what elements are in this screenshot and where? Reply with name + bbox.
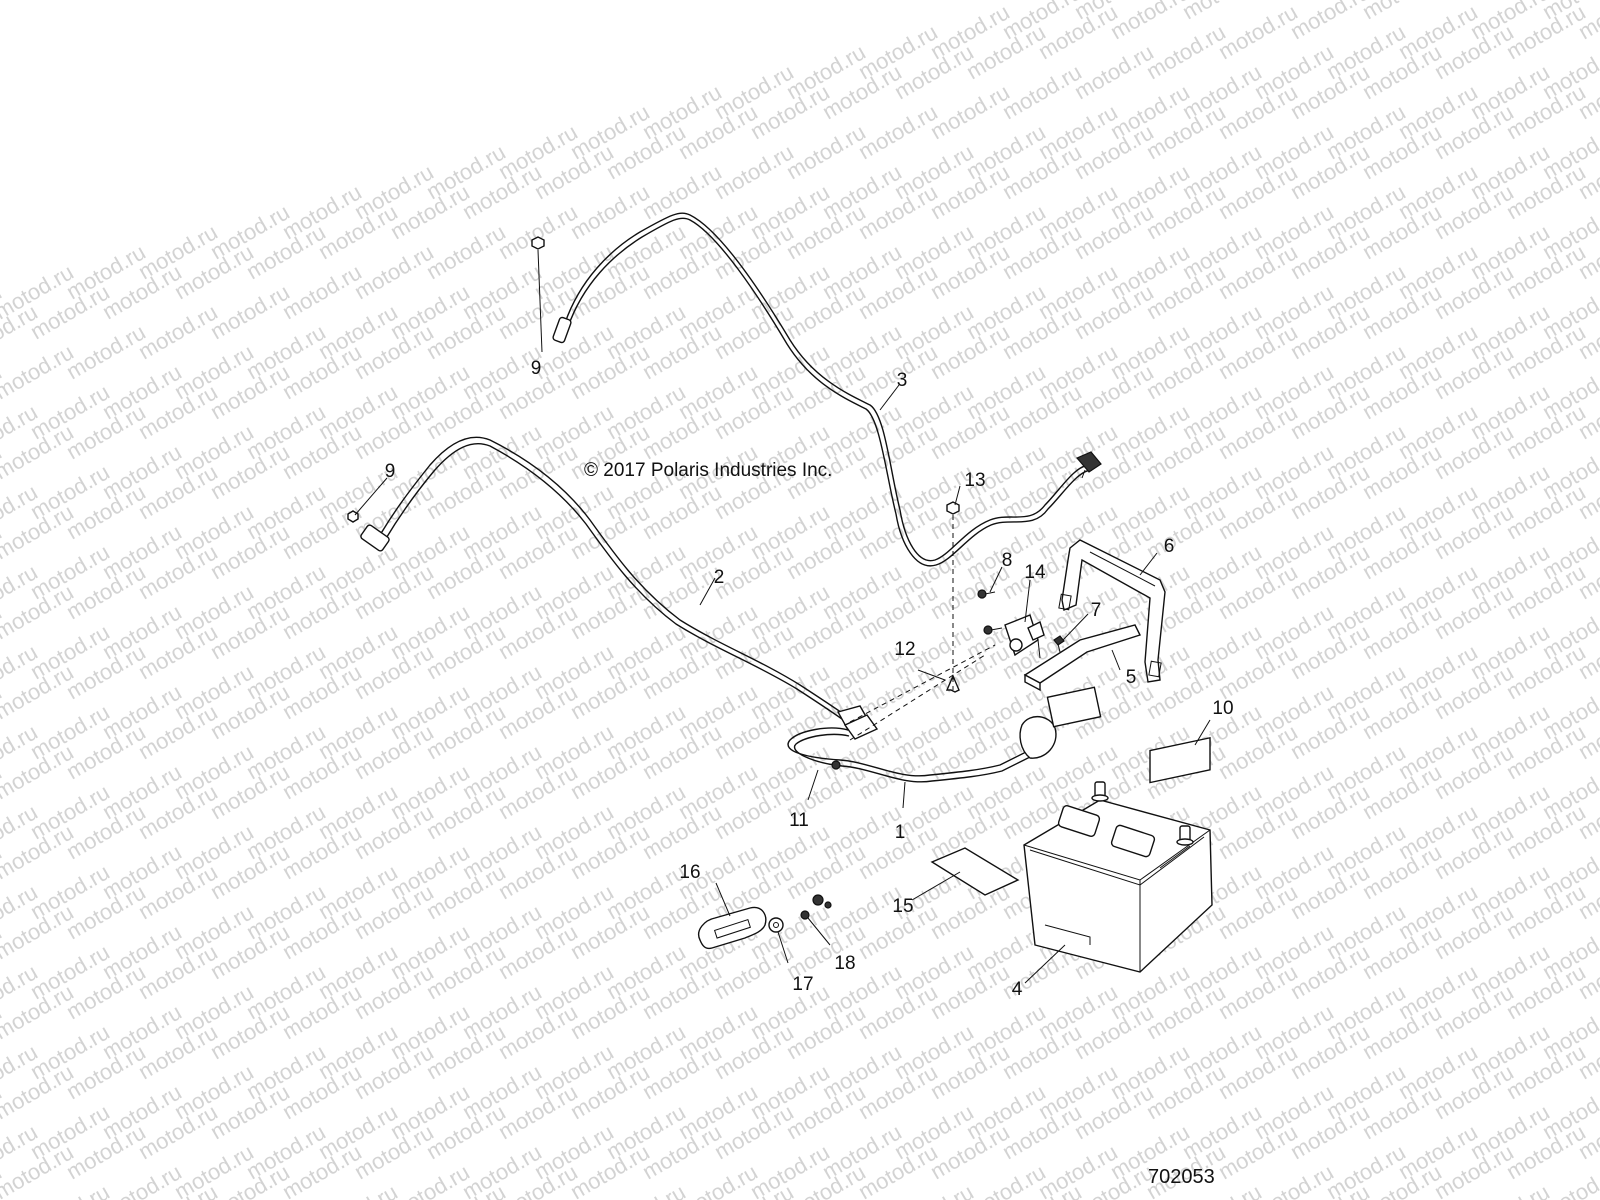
watermark-text: motod.ru <box>0 339 78 404</box>
callout-7: 7 <box>1091 600 1102 621</box>
watermark-text: motod.ru <box>134 299 222 364</box>
callout-6: 6 <box>1164 536 1175 557</box>
watermark-text: motod.ru <box>638 159 726 224</box>
watermark-text: motod.ru <box>350 239 438 304</box>
callout-1: 1 <box>895 822 906 843</box>
copyright-notice: © 2017 Polaris Industries Inc. <box>584 460 832 481</box>
callout-8: 8 <box>1002 550 1013 571</box>
watermark-text: motod.ru <box>710 139 798 204</box>
watermark-text: motod.ru <box>206 279 294 344</box>
watermark-text: motod.ru <box>998 59 1086 124</box>
callout-9-upper: 9 <box>531 358 542 379</box>
watermark-text: motod.ru <box>566 179 654 244</box>
callout-15: 15 <box>892 896 913 917</box>
callout-18: 18 <box>834 953 855 974</box>
watermark-text: motod.ru <box>926 79 1014 144</box>
watermark-text: motod.ru <box>782 119 870 184</box>
callout-14: 14 <box>1024 562 1046 583</box>
watermark-text: motod.ru <box>1070 39 1158 104</box>
watermark-text: motod.ru <box>278 259 366 324</box>
callout-9-lower: 9 <box>385 461 396 482</box>
watermark-text: motod.ru <box>0 1159 6 1200</box>
watermark-text: motod.ru <box>62 319 150 384</box>
nut-13 <box>946 501 960 515</box>
watermark-text: motod.ru <box>98 1159 186 1200</box>
watermark-text: motod.ru <box>1214 0 1302 64</box>
watermark-text: motod.ru <box>854 99 942 164</box>
watermark-text: motod.ru <box>422 219 510 284</box>
callout-10: 10 <box>1212 698 1233 719</box>
washer-17 <box>768 917 784 933</box>
callout-4: 4 <box>1012 979 1023 1000</box>
figure-number: 702053 <box>1148 1166 1215 1188</box>
callout-3: 3 <box>897 370 908 391</box>
callout-16: 16 <box>679 862 700 883</box>
watermark-text: motod.ru <box>1250 1159 1338 1200</box>
callout-5: 5 <box>1126 667 1137 688</box>
callout-12: 12 <box>894 639 915 660</box>
watermark-text: motod.ru <box>386 1159 474 1200</box>
watermark-text: motod.ru <box>674 1159 762 1200</box>
callout-17: 17 <box>792 974 813 995</box>
watermark-text: motod.ru <box>962 1159 1050 1200</box>
watermark-text: motod.ru <box>1142 19 1230 84</box>
nut-11 <box>831 760 841 770</box>
callout-11: 11 <box>789 810 809 831</box>
callout-2: 2 <box>714 567 725 588</box>
callout-13: 13 <box>964 470 985 491</box>
nut-9-upper <box>531 236 545 250</box>
